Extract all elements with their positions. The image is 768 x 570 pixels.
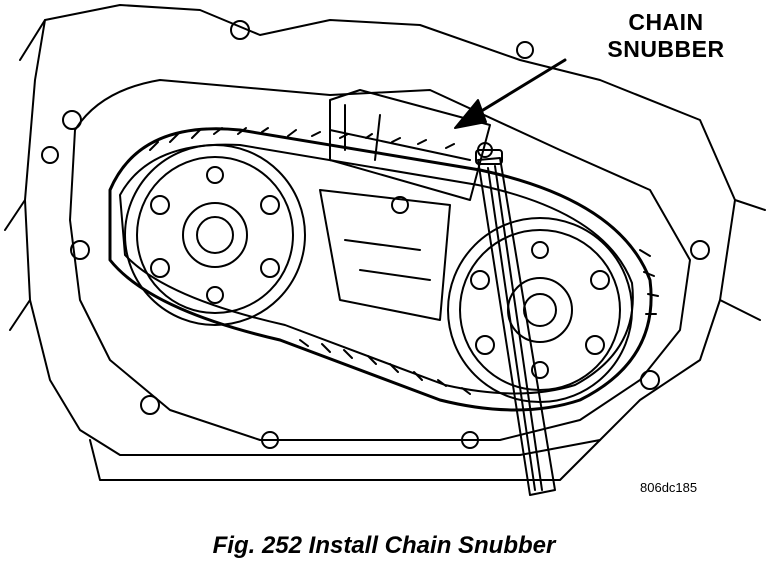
chain-snubber — [329, 89, 493, 214]
chain-links — [149, 127, 659, 395]
figure-code: 806dc185 — [640, 480, 698, 495]
oil-pan-edge — [89, 439, 601, 481]
engine-case-outline — [24, 4, 736, 456]
flange-bolts — [41, 20, 710, 449]
callout-label-line-1: CHAIN — [628, 9, 704, 35]
right-cam-sprocket — [447, 217, 633, 403]
callout-leader-arrow — [454, 58, 567, 129]
left-cam-sprocket — [124, 144, 306, 326]
callout-label-line-2: SNUBBER — [607, 36, 725, 62]
timing-chain — [108, 127, 653, 412]
installation-tool — [475, 149, 556, 496]
chain-guide-bracket — [319, 189, 451, 321]
figure-caption: Fig. 252 Install Chain Snubber — [212, 532, 556, 559]
timing-cover-flange — [69, 79, 691, 441]
